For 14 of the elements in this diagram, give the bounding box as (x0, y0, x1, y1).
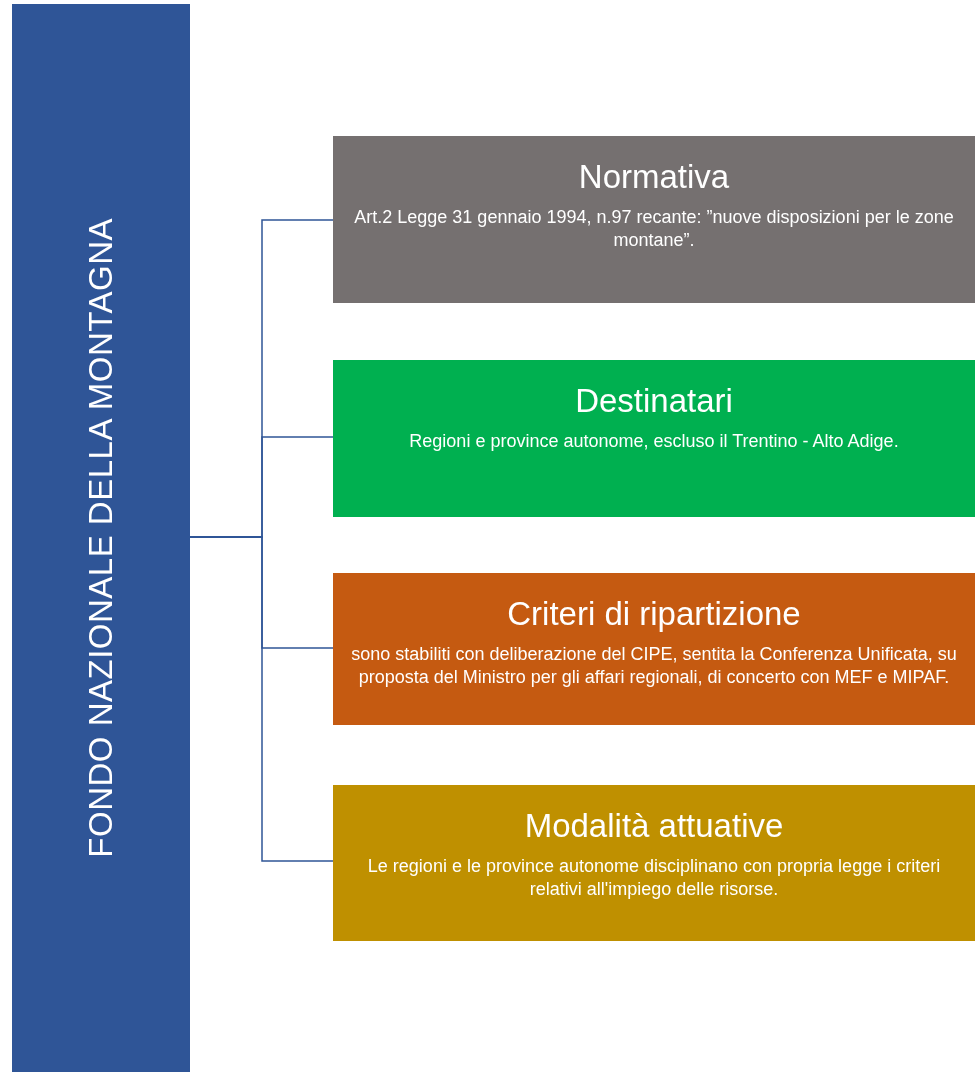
vertical-title: FONDO NAZIONALE DELLA MONTAGNA (82, 218, 120, 858)
box-heading: Destinatari (575, 382, 733, 420)
box-heading: Criteri di ripartizione (507, 595, 801, 633)
box-description: Regioni e province autonome, escluso il Trentino - Alto Adige. (409, 430, 899, 453)
box-heading: Normativa (578, 158, 730, 196)
box-description: sono stabiliti con deliberazione del CIPE, sentita la Conferenza Unificata, su proposta del Ministro per gli affari regionali, di concerto con MEF e MIPAF. (350, 643, 958, 690)
title-bar (12, 4, 190, 1072)
info-box (333, 136, 975, 303)
info-box (333, 573, 975, 725)
box-description: Le regioni e le province autonome disciplinano con propria legge i criteri relativi all'impiego delle risorse. (366, 855, 942, 902)
info-box (333, 360, 975, 517)
info-box (333, 785, 975, 941)
box-description: Art.2 Legge 31 gennaio 1994, n.97 recante: ”nuove disposizioni per le zone montane”. (353, 206, 955, 253)
box-heading: Modalità attuative (524, 807, 784, 845)
